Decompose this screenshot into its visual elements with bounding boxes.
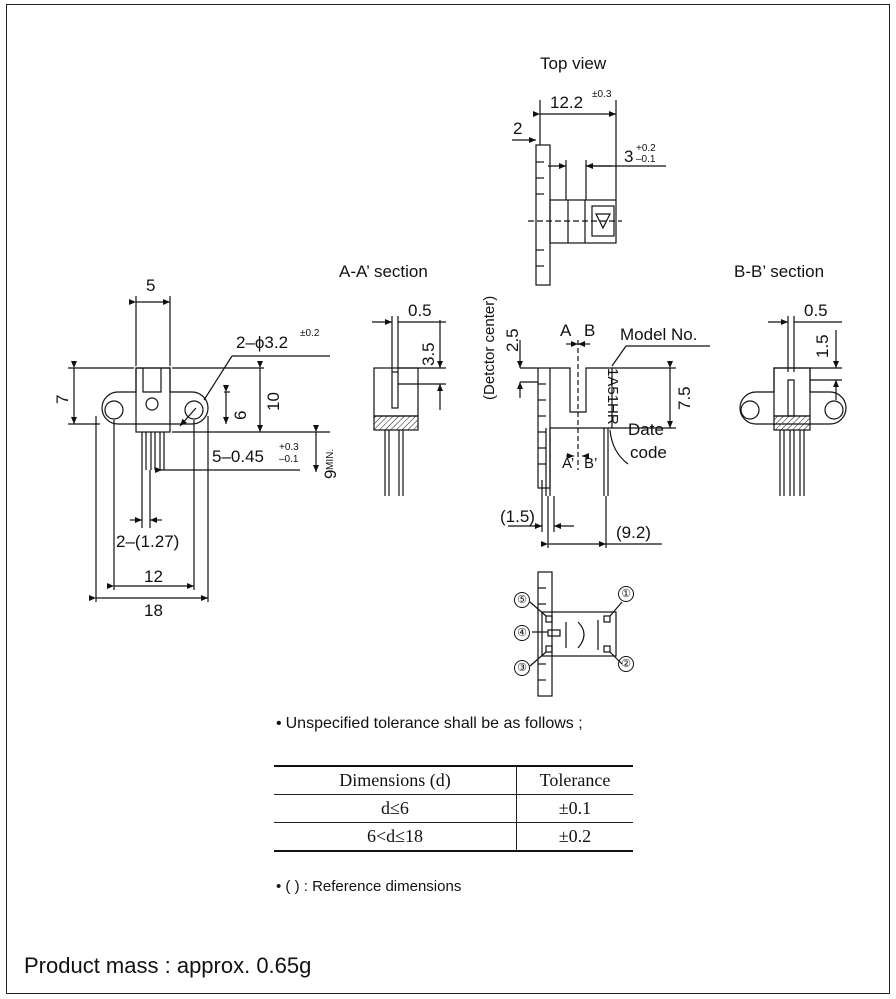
dim-side-A: A: [560, 321, 572, 340]
dim-holes: 2–ϕ3.2: [236, 333, 289, 352]
dim-top-slot: 3: [624, 147, 634, 166]
dim-top-width-tol: ±0.3: [592, 89, 612, 100]
tolerance-table: Dimensions (d) Tolerance d≤6 ±0.1 6<d≤18…: [274, 765, 633, 852]
dim-front-10: 10: [264, 392, 283, 411]
dim-side-Bprime: B’: [584, 455, 598, 472]
pin-3-marker: ③: [514, 660, 530, 676]
product-mass: Product mass : approx. 0.65g: [24, 953, 312, 978]
dim-lead-min: 9: [321, 469, 340, 479]
dim-side-92: (9.2): [616, 523, 651, 542]
dim-top-slot-tol-minus: –0.1: [636, 154, 656, 165]
aa-section-title: A-A’ section: [339, 262, 428, 281]
date-code-label-1: Date: [628, 420, 664, 439]
dim-front-5: 5: [146, 276, 156, 295]
dim-side-Aprime: A’: [562, 455, 575, 472]
dim-front-6: 6: [231, 410, 250, 420]
dim-top-width: 12.2: [550, 93, 584, 112]
table-header-tolerance: Tolerance: [516, 765, 633, 795]
dim-side-15: (1.5): [500, 507, 535, 526]
dim-front-7: 7: [53, 394, 72, 404]
top-view: [512, 100, 666, 286]
table-cell: d≤6: [274, 794, 517, 823]
dim-aa-35: 3.5: [419, 342, 438, 366]
pin-1-marker: ①: [618, 586, 634, 602]
pin-2-marker: ②: [618, 656, 634, 672]
dim-top-slot-tol-plus: +0.2: [636, 143, 656, 154]
dim-holes-tol: ±0.2: [300, 328, 320, 339]
dim-pins-tol-plus: +0.3: [279, 442, 299, 453]
table-cell: 6<d≤18: [274, 822, 517, 852]
reference-note: • ( ) : Reference dimensions: [276, 878, 462, 895]
top-view-title: Top view: [540, 54, 607, 73]
table-header-dimensions: Dimensions (d): [274, 765, 517, 795]
side-view: [508, 340, 710, 548]
table-cell: ±0.2: [516, 822, 633, 852]
model-code: 1A51HR: [604, 368, 621, 425]
dim-side-B: B: [584, 321, 596, 340]
date-code-label-2: code: [630, 443, 667, 462]
dim-pitch: 2–(1.27): [116, 532, 180, 551]
note-text: Unspecified tolerance shall be as follow…: [285, 715, 583, 732]
dim-top-left: 2: [513, 119, 523, 138]
dim-span-18: 18: [144, 601, 163, 620]
drawing-frame: [6, 4, 890, 994]
bb-section: [739, 316, 847, 496]
note-bullet: •: [276, 715, 282, 732]
front-view: [68, 296, 330, 602]
table-row: 6<d≤18 ±0.2: [274, 822, 633, 852]
dim-lead-min-sup: MIN.: [325, 448, 336, 470]
aa-section: [372, 316, 446, 496]
dim-side-75: 7.5: [675, 386, 694, 410]
table-row: d≤6 ±0.1: [274, 794, 633, 823]
dim-pins-tol-minus: –0.1: [279, 454, 299, 465]
dim-span-12: 12: [144, 567, 163, 586]
table-cell: ±0.1: [516, 794, 633, 823]
model-no-label: Model No.: [620, 325, 698, 344]
detector-center-label: (Detctor center): [481, 295, 498, 400]
dim-pins: 5–0.45: [212, 447, 264, 466]
dim-bb-05: 0.5: [804, 301, 828, 320]
bottom-view: [529, 571, 623, 697]
table-header-row: Dimensions (d) Tolerance: [274, 765, 633, 795]
pin-4-marker: ④: [514, 625, 530, 641]
dim-bb-15: 1.5: [813, 334, 832, 358]
pin-5-marker: ⑤: [514, 592, 530, 608]
dim-aa-05: 0.5: [408, 301, 432, 320]
tolerance-note: •Unspecified tolerance shall be as follo…: [276, 714, 636, 733]
bb-section-title: B-B’ section: [734, 262, 825, 281]
dim-side-25: 2.5: [503, 328, 522, 352]
